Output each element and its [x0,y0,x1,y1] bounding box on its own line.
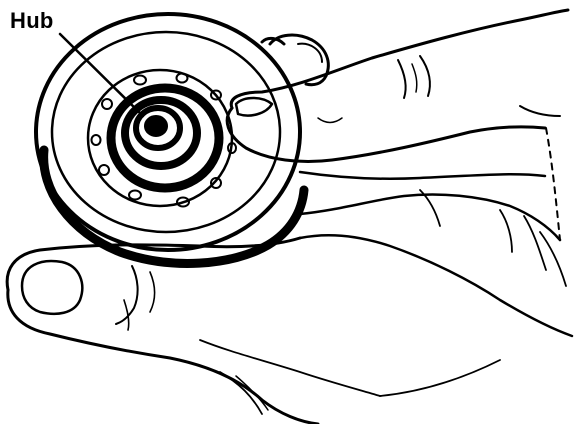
wrist-edge [546,128,560,240]
palm-outline [300,235,572,336]
hub-spindle-hole [145,116,167,136]
palm-crease-2 [500,210,512,252]
palm [7,128,572,424]
index-knuckle-crease-1 [398,60,406,98]
palm-crease-4 [540,232,566,286]
index-fingernail [236,98,272,116]
index-knuckle-crease-4 [318,118,342,123]
palm-inner-line-4 [380,360,500,396]
thumb-outline-bottom [8,290,318,424]
thumb-knuckle-2 [150,272,155,312]
index-knuckle-crease-3 [412,64,417,92]
index-finger-outline-top [231,10,568,108]
index-finger-outline-bottom [227,108,545,162]
index-finger [227,10,568,162]
thumb-knuckle-3 [124,300,129,330]
thumbnail [22,261,82,314]
index-joint-line [520,106,560,116]
index-knuckle-crease-2 [420,56,430,96]
palm-inner-line-1 [200,340,380,396]
thumb-knuckle-1 [116,266,138,324]
hub [111,88,219,188]
middle-finger-top [300,172,545,179]
